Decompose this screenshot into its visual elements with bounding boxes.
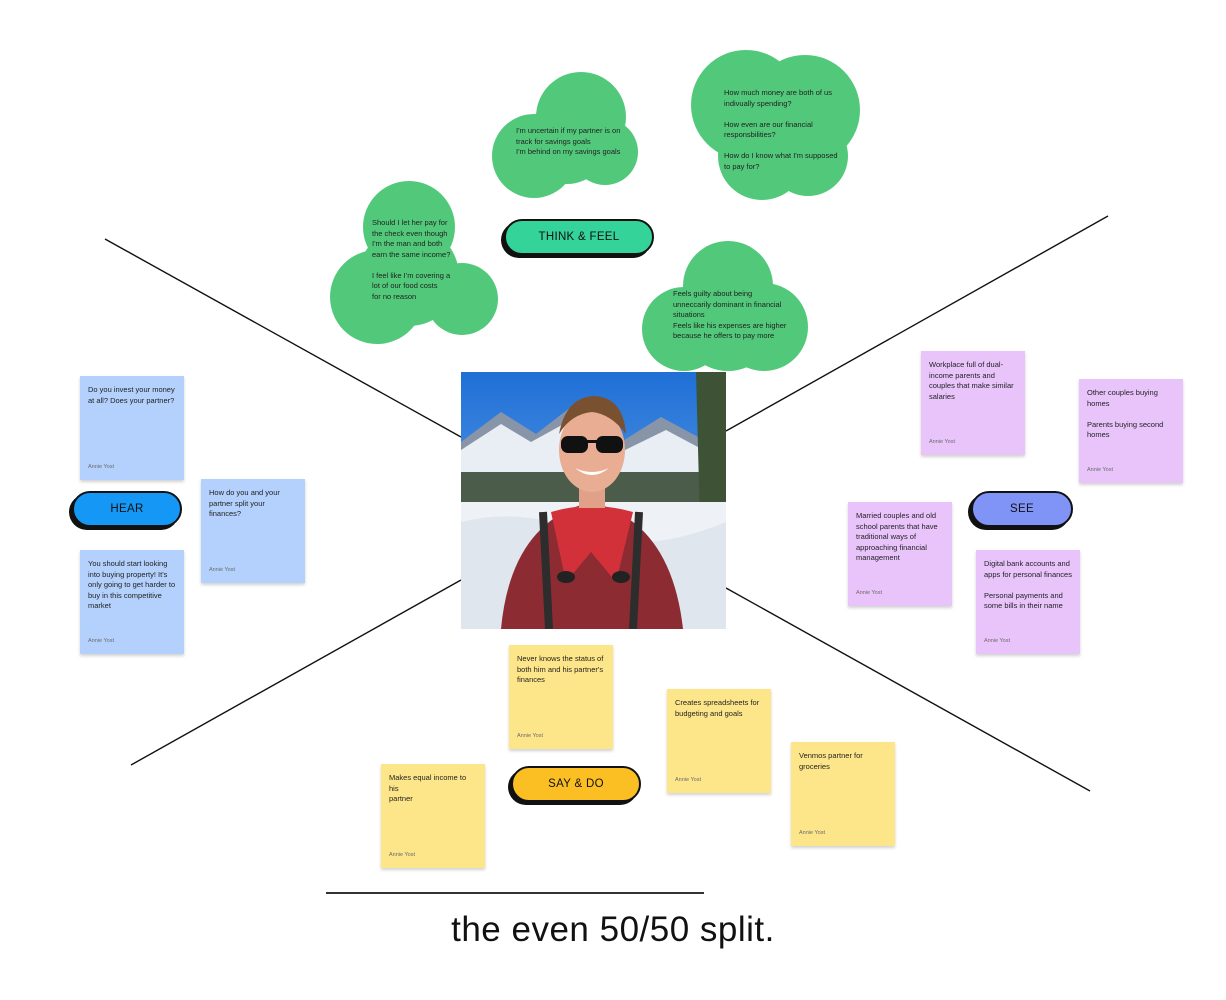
hear-label[interactable]: HEAR [72,491,182,527]
say-do-note-4[interactable]: Makes equal income to his partner Annie … [381,764,485,868]
cloud-shape [492,72,638,198]
divider-top-right [725,215,1109,432]
note-text: You should start looking into buying pro… [88,559,176,610]
note-author: Annie Yost [1087,467,1113,473]
note-text: How do you and your partner split your f… [209,488,280,518]
think-cloud-3[interactable]: How much money are both of us indivually… [688,50,860,200]
note-author: Annie Yost [88,638,114,644]
note-author: Annie Yost [88,464,114,470]
note-text: Do you invest your money at all? Does yo… [88,385,175,405]
see-label[interactable]: SEE [971,491,1073,527]
say-do-note-2[interactable]: Creates spreadsheets for budgeting and g… [667,689,771,793]
note-author: Annie Yost [856,590,882,596]
note-author: Annie Yost [209,567,235,573]
cloud-shape [330,181,498,344]
divider-bottom-right [725,587,1091,792]
cloud-text: Feels guilty about being unneccarily dom… [673,289,787,340]
cloud-text: I'm uncertain if my partner is on track … [516,126,621,156]
note-author: Annie Yost [517,733,543,739]
cloud-shape [642,241,808,371]
think-cloud-4[interactable]: Feels guilty about being unneccarily dom… [642,241,809,371]
divider-bottom-left [130,579,462,766]
think-cloud-2[interactable]: I'm uncertain if my partner is on track … [492,72,638,200]
note-author: Annie Yost [929,439,955,445]
see-note-1[interactable]: Workplace full of dual- income parents a… [921,351,1025,455]
page-caption: the even 50/50 split. [451,910,775,949]
persona-photo-illustration [461,372,726,629]
hear-note-1[interactable]: Do you invest your money at all? Does yo… [80,376,184,480]
think-feel-label[interactable]: THINK & FEEL [504,219,654,255]
cloud-text: How much money are both of us indivually… [724,88,838,171]
say-do-label[interactable]: SAY & DO [511,766,641,802]
caption-divider [326,892,704,894]
say-do-note-3[interactable]: Venmos partner for groceries Annie Yost [791,742,895,846]
see-note-4[interactable]: Digital bank accounts and apps for perso… [976,550,1080,654]
see-note-3[interactable]: Married couples and old school parents t… [848,502,952,606]
cloud-shape [691,50,860,200]
note-text: Creates spreadsheets for budgeting and g… [675,698,760,718]
note-text: Other couples buying homes Parents buyin… [1087,388,1164,439]
note-author: Annie Yost [675,777,701,783]
think-cloud-1[interactable]: Should I let her pay for the check even … [329,181,499,344]
divider-top-left [104,238,462,438]
see-note-2[interactable]: Other couples buying homes Parents buyin… [1079,379,1183,483]
note-text: Makes equal income to his partner [389,773,467,803]
note-text: Venmos partner for groceries [799,751,863,771]
cloud-text: Should I let her pay for the check even … [372,218,451,301]
note-author: Annie Yost [799,830,825,836]
note-text: Never knows the status of both him and h… [517,654,604,684]
say-do-note-1[interactable]: Never knows the status of both him and h… [509,645,613,749]
hear-note-2[interactable]: How do you and your partner split your f… [201,479,305,583]
note-author: Annie Yost [389,852,415,858]
note-text: Married couples and old school parents t… [856,511,938,562]
note-text: Workplace full of dual- income parents a… [929,360,1014,401]
note-author: Annie Yost [984,638,1010,644]
note-text: Digital bank accounts and apps for perso… [984,559,1072,610]
persona-photo [461,372,726,629]
hear-note-3[interactable]: You should start looking into buying pro… [80,550,184,654]
